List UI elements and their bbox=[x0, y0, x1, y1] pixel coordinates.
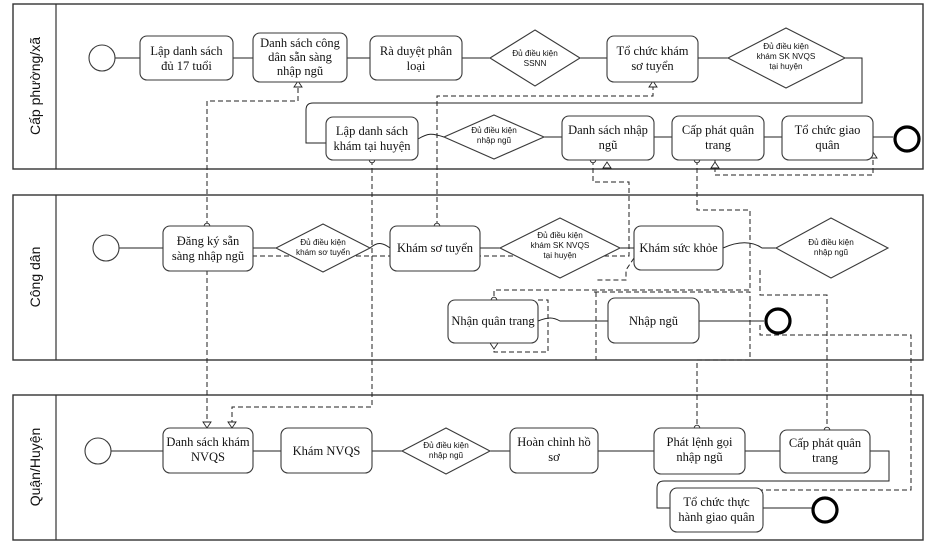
end-event-ward bbox=[893, 125, 921, 153]
task-kham-suc-khoe[interactable]: Khám sức khỏe bbox=[633, 225, 724, 271]
lane-label-ward: Cấp phường/xã bbox=[27, 37, 43, 135]
svg-text:Nhập ngũ: Nhập ngũ bbox=[629, 314, 679, 328]
svg-text:Khám NVQS: Khám NVQS bbox=[293, 444, 361, 458]
sequence-flows bbox=[111, 57, 893, 509]
start-event-district bbox=[84, 437, 112, 465]
events bbox=[84, 44, 921, 524]
start-event-ward bbox=[88, 44, 116, 72]
task-kham-so-tuyen-citizen[interactable]: Khám sơ tuyển bbox=[389, 225, 481, 272]
task-nhap-ngu[interactable]: Nhập ngũ bbox=[607, 297, 700, 344]
task-nhan-quan-trang[interactable]: Nhận quân trang bbox=[447, 299, 539, 344]
svg-text:Khám sức khỏe: Khám sức khỏe bbox=[639, 241, 718, 255]
svg-text:Khám sơ tuyển: Khám sơ tuyển bbox=[397, 241, 474, 255]
lane-label-citizen: Công dân bbox=[27, 247, 43, 308]
lane-label-district: Quận/Huyện bbox=[27, 428, 43, 507]
start-event-citizen bbox=[92, 234, 120, 262]
svg-text:Nhận quân trang: Nhận quân trang bbox=[451, 314, 535, 328]
end-event-district bbox=[811, 496, 839, 524]
end-event-citizen bbox=[764, 307, 792, 335]
task-kham-nvqs[interactable]: Khám NVQS bbox=[280, 427, 373, 474]
